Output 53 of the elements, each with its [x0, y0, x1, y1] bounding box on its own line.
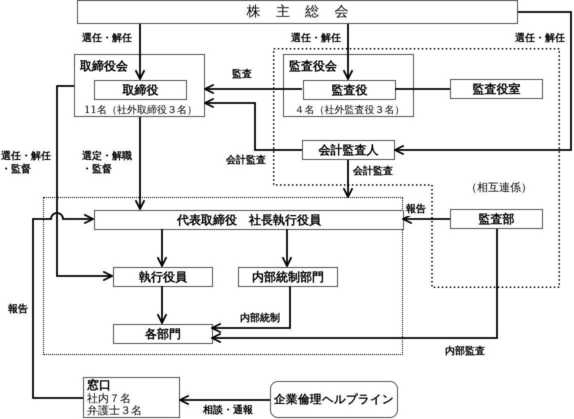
contact-detail: 弁護士３名 — [87, 404, 142, 417]
process-box: 監査役 — [303, 80, 396, 100]
group-heading: 監査役会 — [289, 58, 337, 75]
edge-label: 内部監査 — [445, 346, 485, 358]
arrow — [342, 160, 354, 198]
process-box: 監査部 — [450, 209, 543, 229]
group-box — [283, 54, 414, 117]
arrow — [32, 212, 94, 399]
contact-box — [83, 377, 180, 418]
note-text: （相互連係） — [466, 180, 532, 195]
arrow — [342, 24, 354, 80]
edge-label: 監査 — [232, 69, 252, 81]
arrow — [156, 286, 168, 324]
edge-label: 選任・解任 — [515, 33, 565, 45]
dotted-region — [43, 197, 403, 355]
edge-label: 報告 — [406, 204, 426, 216]
edge-label: 会計監査 — [226, 155, 266, 167]
process-box: 取締役 — [94, 80, 187, 100]
edge-label: 報告 — [8, 304, 28, 316]
process-box: 内部統制部門 — [238, 267, 338, 287]
edge-label: 選任・解任 — [291, 33, 341, 45]
arrow — [394, 11, 572, 156]
edge-label: 内部統制 — [240, 313, 280, 325]
group-box — [74, 54, 205, 117]
caption-text: ４名（社外監査役３名） — [294, 104, 406, 117]
process-box: 各部門 — [113, 324, 213, 344]
group-heading: 取締役会 — [80, 58, 128, 75]
arrow — [134, 24, 146, 80]
edge-label: 選任・解任 — [82, 33, 132, 45]
arrow — [134, 117, 146, 210]
contact-heading: 窓口 — [87, 379, 111, 392]
edge-label: 選任・解任・監督 — [1, 150, 51, 176]
process-box: 代表取締役 社長執行役員 — [94, 210, 404, 230]
caption-text: 11名（社外取締役３名） — [83, 104, 198, 117]
arrow — [204, 84, 302, 94]
connector-line — [395, 88, 450, 90]
arrow — [211, 229, 498, 344]
process-box: 会計監査人 — [302, 140, 395, 160]
arrow — [211, 286, 291, 334]
process-box: 株主総会 — [77, 0, 518, 24]
arrow — [282, 229, 292, 267]
rounded-box: 企業倫理ヘルプライン — [270, 381, 398, 418]
arrow — [179, 394, 270, 406]
process-box: 監査役室 — [450, 79, 543, 99]
edge-label: 選定・解職・監督 — [82, 150, 132, 176]
edge-label: 相談・通報 — [203, 405, 253, 417]
edge-label: 会計監査 — [353, 166, 393, 178]
arrow — [156, 229, 168, 267]
arrow — [56, 85, 113, 282]
contact-detail: 社内７名 — [87, 392, 131, 405]
process-box: 執行役員 — [113, 267, 213, 287]
arrow — [204, 98, 302, 151]
arrow — [402, 214, 450, 224]
